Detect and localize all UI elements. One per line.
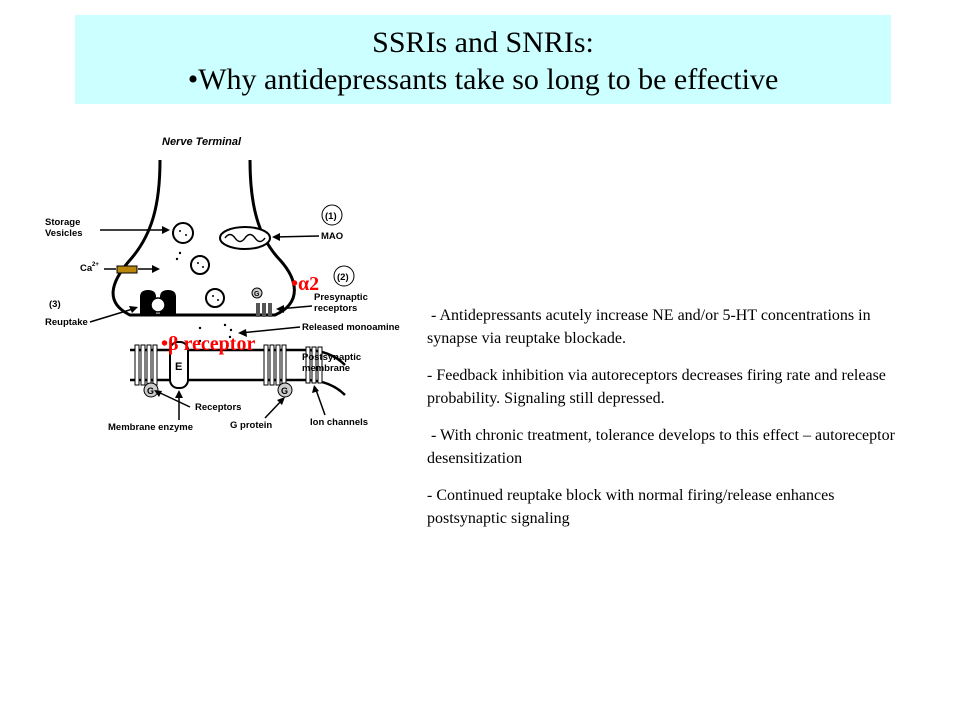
storage-vesicles-label-2: Vesicles xyxy=(45,228,83,239)
postsynaptic-label-1: Postsynaptic xyxy=(302,352,361,363)
vesicle xyxy=(190,255,210,275)
calcium-channel xyxy=(116,265,138,274)
receptors-label: Receptors xyxy=(195,402,241,413)
storage-vesicles-label-1: Storage xyxy=(45,217,80,228)
vesicle xyxy=(172,222,194,244)
synapse-diagram: Nerve Terminal G E G G Storage xyxy=(45,136,400,433)
alpha2-label: •α2 xyxy=(291,273,320,295)
explanation-text: - Antidepressants acutely increase NE an… xyxy=(427,305,897,545)
slide-title: SSRIs and SNRIs: xyxy=(372,26,594,59)
paragraph-3: - With chronic treatment, tolerance deve… xyxy=(427,427,899,467)
paragraph-1: - Antidepressants acutely increase NE an… xyxy=(427,307,875,347)
membrane-enzyme-label: Membrane enzyme xyxy=(108,422,193,433)
presynaptic-label-1: Presynaptic xyxy=(314,292,368,303)
paragraph-2: - Feedback inhibition via autoreceptors … xyxy=(427,367,890,407)
postsynaptic-membrane-top xyxy=(130,348,346,366)
vesicle xyxy=(205,288,225,308)
nerve-terminal-label: Nerve Terminal xyxy=(162,136,242,148)
ion-channels-label: Ion channels xyxy=(310,417,368,428)
slide-subtitle: •Why antidepressants take so long to be … xyxy=(187,63,779,96)
svg-text:G: G xyxy=(147,386,154,396)
postsynaptic-membrane-bottom xyxy=(130,378,346,396)
g-label: G xyxy=(254,291,260,298)
beta-receptor-label: •β receptor xyxy=(161,333,256,355)
mao-label: MAO xyxy=(321,231,343,242)
e-label: E xyxy=(175,361,182,373)
calcium-superscript: 2+ xyxy=(92,262,99,268)
presynaptic-label-2: receptors xyxy=(314,303,357,314)
reuptake-number: (3) xyxy=(49,299,61,310)
reuptake-label: Reuptake xyxy=(45,317,88,328)
svg-text:G: G xyxy=(281,386,288,396)
postsynaptic-label-2: membrane xyxy=(302,363,350,374)
presynaptic-number: (2) xyxy=(337,272,349,283)
released-monoamine-label: Released monoamine xyxy=(302,322,400,333)
membrane-enzyme xyxy=(169,341,189,389)
g-protein-label: G protein xyxy=(230,420,272,431)
title-box: SSRIs and SNRIs: •Why antidepressants ta… xyxy=(75,15,891,104)
paragraph-4: - Continued reuptake block with normal f… xyxy=(427,487,839,527)
calcium-label: Ca xyxy=(80,263,93,274)
g-protein xyxy=(143,382,159,398)
mao-number: (1) xyxy=(325,211,337,222)
presynaptic-receptor xyxy=(256,303,260,317)
